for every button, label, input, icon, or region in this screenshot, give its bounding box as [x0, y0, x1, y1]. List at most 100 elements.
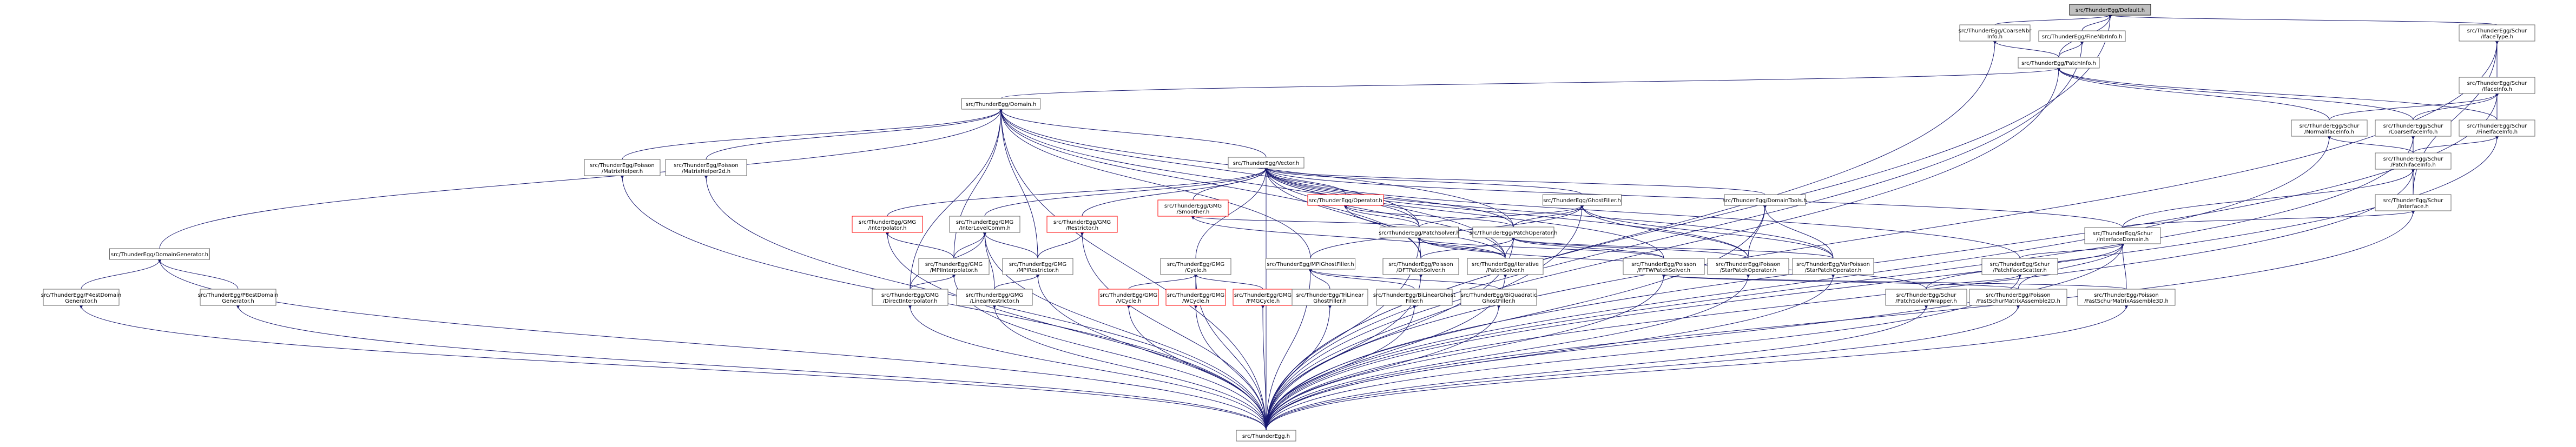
node-fine-nbr-info[interactable]: src/ThunderEgg/FineNbrInfo.h: [2038, 30, 2126, 42]
node-ghost-filler[interactable]: src/ThunderEgg/GhostFiller.h: [1543, 194, 1622, 206]
edge-DomainGenerator-to-ThunderEgg: [157, 259, 1267, 431]
node-label: src/ThunderEgg/PatchSolver.h: [1379, 230, 1460, 236]
node-label: src/ThunderEgg/Schur: [2383, 156, 2444, 162]
edge-PatchSolverWrapper-to-ThunderEgg: [1266, 305, 1928, 431]
node-box: [2038, 30, 2126, 42]
node-star-patch-operator[interactable]: src/ThunderEgg/Poisson/StarPatchOperator…: [1707, 258, 1789, 275]
node-direct-interpolator[interactable]: src/ThunderEgg/GMG/DirectInterpolator.h: [872, 289, 948, 306]
node-matrix-helper2d[interactable]: src/ThunderEgg/Poisson/MatrixHelper2d.h: [665, 159, 747, 176]
node-schur-interface[interactable]: src/ThunderEgg/Schur/Interface.h: [2375, 194, 2452, 211]
edge-GMGInterpolator-to-MPIInterpolator: [885, 232, 954, 259]
node-label: src/ThunderEgg/Default.h: [2076, 8, 2145, 14]
node-box: [918, 258, 990, 275]
node-inter-level-comm[interactable]: src/ThunderEgg/GMG/InterLevelComm.h: [949, 216, 1020, 233]
edge-Vector-to-FFTWPatchSolver: [1264, 168, 1664, 259]
node-linear-restrictor[interactable]: src/ThunderEgg/GMG/LinearRestrictor.h: [956, 289, 1033, 306]
node-label: /FMGCycle.h: [1246, 298, 1280, 304]
node-box: [1236, 430, 1296, 442]
node-default[interactable]: src/ThunderEgg/Default.h: [2069, 4, 2151, 16]
node-g-m-g-restrictor[interactable]: src/ThunderEgg/GMG/Restrictor.h: [1046, 216, 1118, 233]
node-d-f-t-patch-solver[interactable]: src/ThunderEgg/Poisson/DFTPatchSolver.h: [1382, 258, 1459, 275]
node-box: [200, 289, 276, 306]
node-var-poisson-star[interactable]: src/ThunderEgg/VarPoisson/StarPatchOpera…: [1792, 258, 1874, 275]
node-vector[interactable]: src/ThunderEgg/Vector.h: [1228, 157, 1305, 169]
node-g-m-g-smoother[interactable]: src/ThunderEgg/GMG/Smoother.h: [1157, 199, 1229, 217]
node-coarse-iface-info[interactable]: src/ThunderEgg/Schur/CoarseIfaceInfo.h: [2375, 119, 2452, 137]
node-label: src/ThunderEgg/Schur: [2300, 123, 2360, 129]
node-patch-iface-info[interactable]: src/ThunderEgg/Schur/PatchIfaceInfo.h: [2375, 152, 2452, 170]
node-iter-operator[interactable]: src/ThunderEgg/Operator.h: [1307, 194, 1384, 206]
edge-GhostFiller-to-PatchOperator: [1513, 205, 1584, 228]
node-box: [584, 159, 661, 176]
edge-NormalIfaceInfo-to-PatchIfaceInfo: [2327, 136, 2414, 154]
node-fast-schur2-d[interactable]: src/ThunderEgg/Poisson/FastSchurMatrixAs…: [1969, 289, 2067, 306]
node-v-cycle[interactable]: src/ThunderEgg/GMG/VCycle.h: [1098, 289, 1159, 306]
edge-GhostFiller-to-PatchSolver: [1419, 205, 1584, 228]
edge-VarPoissonStar-to-ThunderEgg: [1266, 274, 1835, 431]
node-schur-iface-info[interactable]: src/ThunderEgg/Schur/IfaceInfo.h: [2459, 77, 2535, 94]
node-label: /MPIRestrictor.h: [1017, 268, 1059, 273]
node-label: src/ThunderEgg/Poisson: [1716, 262, 1781, 268]
edge-DomainTools-to-VarPoissonStar: [1763, 205, 1834, 259]
node-domain-generator[interactable]: src/ThunderEgg/DomainGenerator.h: [109, 248, 210, 260]
node-fine-iface-info[interactable]: src/ThunderEgg/Schur/FineIfaceInfo.h: [2459, 119, 2535, 137]
node-f-f-t-w-patch-solver[interactable]: src/ThunderEgg/Poisson/FFTWPatchSolver.h: [1623, 258, 1705, 275]
node-thunder-egg[interactable]: src/ThunderEgg.h: [1236, 430, 1296, 442]
node-label: /VCycle.h: [1116, 298, 1141, 304]
node-label: src/ThunderEgg/GMG: [1100, 292, 1157, 298]
node-m-p-i-ghost-filler[interactable]: src/ThunderEgg/MPIGhostFiller.h: [1266, 258, 1355, 270]
edge-Vector-to-InterfaceDomain: [1264, 168, 2123, 228]
node-iterative-patch-solver[interactable]: src/ThunderEgg/Iterative/PatchSolver.h: [1467, 258, 1544, 275]
node-patch-solver-wrapper[interactable]: src/ThunderEgg/Schur/PatchSolverWrapper.…: [1885, 289, 1967, 306]
node-label: src/ThunderEgg/FineNbrInfo.h: [2042, 34, 2123, 40]
node-domain[interactable]: src/ThunderEgg/Domain.h: [961, 98, 1040, 110]
edge-FastSchur3D-to-ThunderEgg: [1266, 305, 2129, 431]
node-patch-info[interactable]: src/ThunderEgg/PatchInfo.h: [2018, 57, 2100, 69]
node-box: [1228, 157, 1305, 169]
node-g-m-g-cycle[interactable]: src/ThunderEgg/GMG/Cycle.h: [1160, 258, 1231, 275]
node-normal-iface-info[interactable]: src/ThunderEgg/Schur/NormalIfaceInfo.h: [2291, 119, 2368, 137]
node-box: [852, 216, 923, 233]
edge-PatchInfo-to-FineIfaceInfo: [2057, 68, 2498, 121]
node-label: src/ThunderEgg/GMG: [859, 219, 916, 225]
edge-GMGSmoother-to-PatchSolver: [1191, 216, 1420, 228]
node-box: [1472, 226, 1554, 238]
node-label: /Interpolator.h: [868, 225, 907, 231]
node-patch-solver[interactable]: src/ThunderEgg/PatchSolver.h: [1379, 226, 1460, 238]
node-fast-schur3-d[interactable]: src/ThunderEgg/Poisson/FastSchurMatrixAs…: [2077, 289, 2176, 306]
node-schur-iface-type[interactable]: src/ThunderEgg/Schur/IfaceType.h: [2459, 24, 2535, 42]
edge-InterfaceDomain-to-FastSchur2D: [2018, 243, 2125, 290]
edge-Vector-to-StarPatchOperator: [1264, 168, 1749, 259]
node-patch-operator[interactable]: src/ThunderEgg/PatchOperator.h: [1470, 226, 1558, 238]
node-box: [1382, 258, 1459, 275]
edge-InterfaceDomain-to-FastSchur3D: [2120, 243, 2127, 290]
node-label: /NormalIfaceInfo.h: [2304, 129, 2354, 135]
edge-Domain-to-MPIGhostFiller: [999, 109, 1311, 259]
node-interface-domain[interactable]: src/ThunderEgg/Schur/InterfaceDomain.h: [2084, 227, 2161, 244]
edge-SchurIfaceType-to-SchurInterface: [2413, 41, 2499, 195]
node-label: src/ThunderEgg/Poisson: [674, 163, 739, 169]
node-matrix-helper[interactable]: src/ThunderEgg/Poisson/MatrixHelper.h: [584, 159, 661, 176]
node-g-m-g-interpolator[interactable]: src/ThunderEgg/GMG/Interpolator.h: [852, 216, 923, 233]
node-label: Generator.h: [222, 298, 254, 304]
node-domain-tools[interactable]: src/ThunderEgg/DomainTools.h: [1723, 194, 1807, 206]
edge-PatchOperator-to-DFTPatchSolver: [1420, 237, 1516, 259]
node-m-p-i-restrictor[interactable]: src/ThunderEgg/GMG/MPIRestrictor.h: [1002, 258, 1073, 275]
node-f-m-g-cycle[interactable]: src/ThunderEgg/GMG/FMGCycle.h: [1233, 289, 1293, 306]
edge-IterOperator-to-PatchSolver: [1343, 205, 1420, 228]
node-box: [1460, 289, 1537, 306]
node-box: [1981, 258, 2058, 275]
edge-Default-to-SchurIfaceType: [2108, 15, 2498, 25]
node-patch-iface-scatter[interactable]: src/ThunderEgg/Schur/PatchIfaceScatter.h: [1981, 258, 2058, 275]
node-w-cycle[interactable]: src/ThunderEgg/GMG/WCycle.h: [1165, 289, 1226, 306]
node-m-p-i-interpolator[interactable]: src/ThunderEgg/GMG/MPIInterpolator.h: [918, 258, 990, 275]
node-label: src/ThunderEgg/Iterative: [1472, 262, 1539, 268]
edge-DomainGenerator-to-P4estDomainGenerator: [81, 259, 162, 290]
node-box: [2375, 194, 2452, 211]
